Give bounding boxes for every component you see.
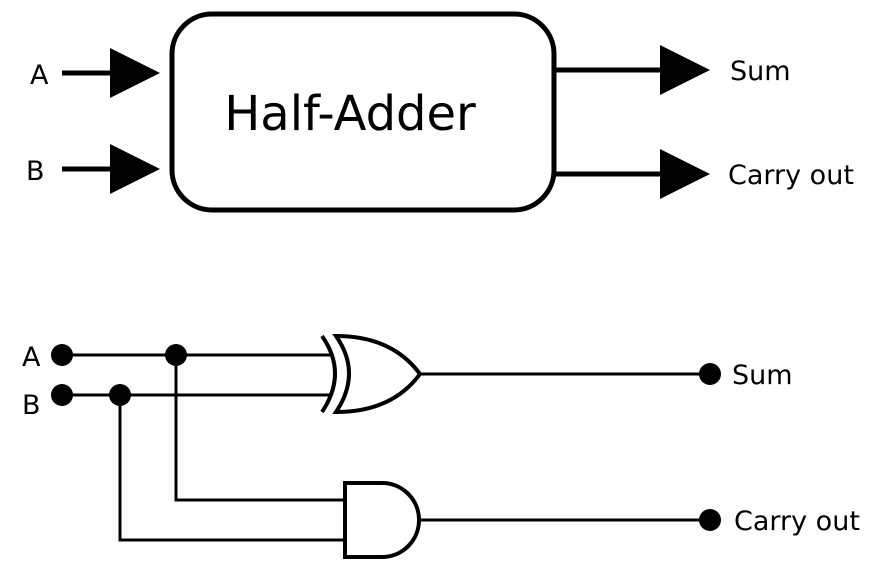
wire-a-to-and: [174, 355, 345, 502]
circuit-carry-label: Carry out: [734, 506, 860, 537]
half-adder-block: [169, 11, 557, 213]
block-sum-label: Sum: [730, 56, 791, 87]
block-diagram: Half-Adder A B Sum Carry out: [26, 11, 854, 213]
xor-gate: [320, 333, 423, 415]
circuit-input-a-label: A: [22, 342, 41, 373]
block-carry-label: Carry out: [728, 160, 854, 191]
block-input-b-label: B: [26, 156, 45, 187]
circuit-sum-label: Sum: [732, 360, 793, 391]
block-input-a-label: A: [30, 60, 49, 91]
and-gate: [343, 481, 421, 559]
block-title: Half-Adder: [224, 86, 476, 142]
circuit-input-b-label: B: [22, 390, 41, 421]
carry-terminal: [699, 509, 721, 531]
wire-b-to-and: [118, 395, 345, 542]
gate-circuit: A B Sum Carry out: [22, 333, 860, 559]
sum-terminal: [699, 363, 721, 385]
